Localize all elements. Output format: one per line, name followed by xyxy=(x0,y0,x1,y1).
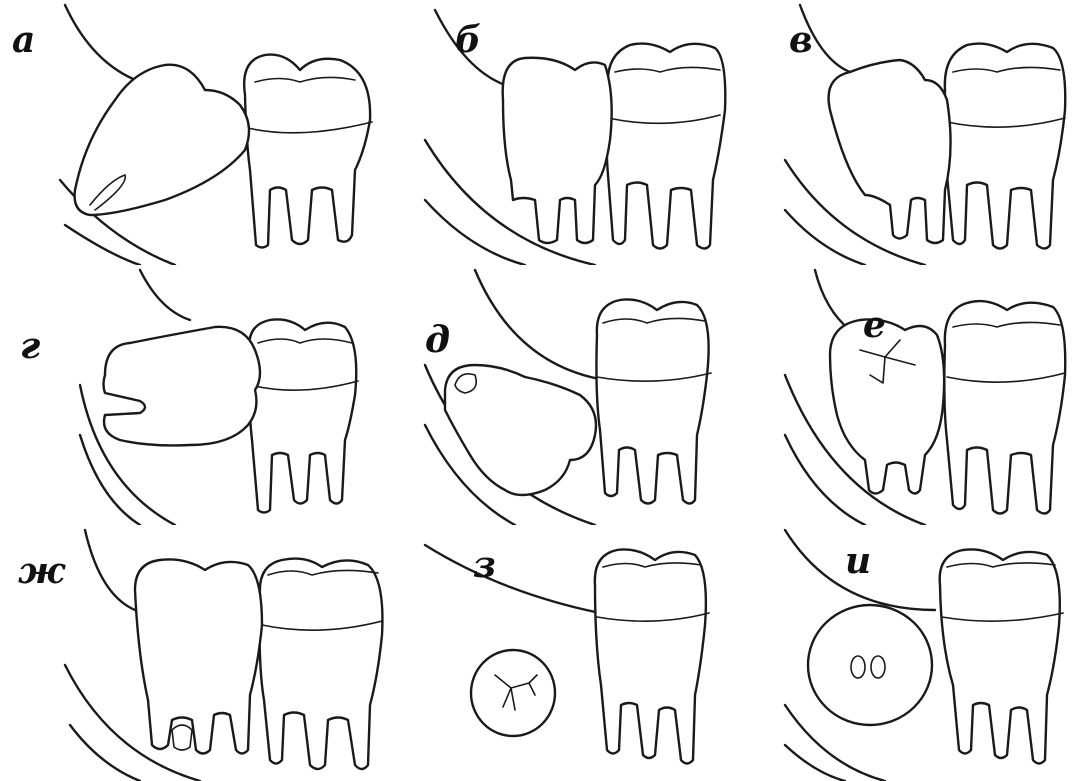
panel-label: ж xyxy=(18,553,65,589)
canal-line-inner xyxy=(785,210,865,265)
panel-d: д xyxy=(415,265,775,525)
third-molar xyxy=(830,319,944,493)
panel-v-drawing xyxy=(775,0,1078,265)
panel-label: г xyxy=(20,328,40,364)
third-molar xyxy=(503,58,612,243)
panel-label: д xyxy=(425,322,450,358)
panel-b: б xyxy=(415,0,775,265)
crown-germ-circle xyxy=(471,650,555,736)
panel-e-drawing xyxy=(775,265,1078,525)
bone-line xyxy=(85,530,135,610)
third-molar xyxy=(135,559,262,753)
third-molar xyxy=(829,60,951,243)
second-molar xyxy=(595,549,706,763)
panel-d-drawing xyxy=(415,265,775,525)
third-molar xyxy=(445,365,596,495)
panel-label: и xyxy=(845,543,871,579)
panel-i-drawing xyxy=(775,525,1078,781)
panel-i: и xyxy=(775,525,1078,781)
panel-a-drawing xyxy=(0,0,380,265)
panel-label: з xyxy=(473,547,496,583)
panel-zh: ж xyxy=(0,525,415,781)
panel-v: в xyxy=(775,0,1078,265)
second-molar xyxy=(249,319,356,512)
third-molar-root-notch xyxy=(172,725,192,750)
second-molar xyxy=(244,55,370,248)
bone-line xyxy=(475,270,605,380)
second-molar xyxy=(940,549,1060,763)
panel-a: а xyxy=(0,0,380,265)
bone-line xyxy=(815,270,850,330)
canal-line-inner xyxy=(70,725,140,781)
bone-line xyxy=(425,545,610,615)
panel-g-drawing xyxy=(0,265,380,525)
canal-line-inner xyxy=(65,225,140,265)
second-molar xyxy=(596,299,708,503)
panel-z-drawing xyxy=(415,525,775,781)
third-molar xyxy=(104,327,261,446)
follicle-circle xyxy=(808,605,932,725)
second-molar xyxy=(607,44,726,249)
canal-line-inner xyxy=(80,435,140,525)
panel-label: б xyxy=(455,22,481,58)
panel-z: з xyxy=(415,525,775,781)
panel-g: г xyxy=(0,265,380,525)
panel-label: а xyxy=(12,22,35,58)
second-molar xyxy=(260,559,383,769)
panel-e: е xyxy=(775,265,1078,525)
bone-line xyxy=(140,270,190,320)
second-molar xyxy=(944,301,1065,513)
canal-line-inner xyxy=(785,745,845,781)
second-molar xyxy=(944,44,1065,249)
panel-label: е xyxy=(863,307,886,343)
canal-line-inner xyxy=(425,200,525,265)
bone-line xyxy=(65,5,150,85)
panel-label: в xyxy=(789,22,813,58)
